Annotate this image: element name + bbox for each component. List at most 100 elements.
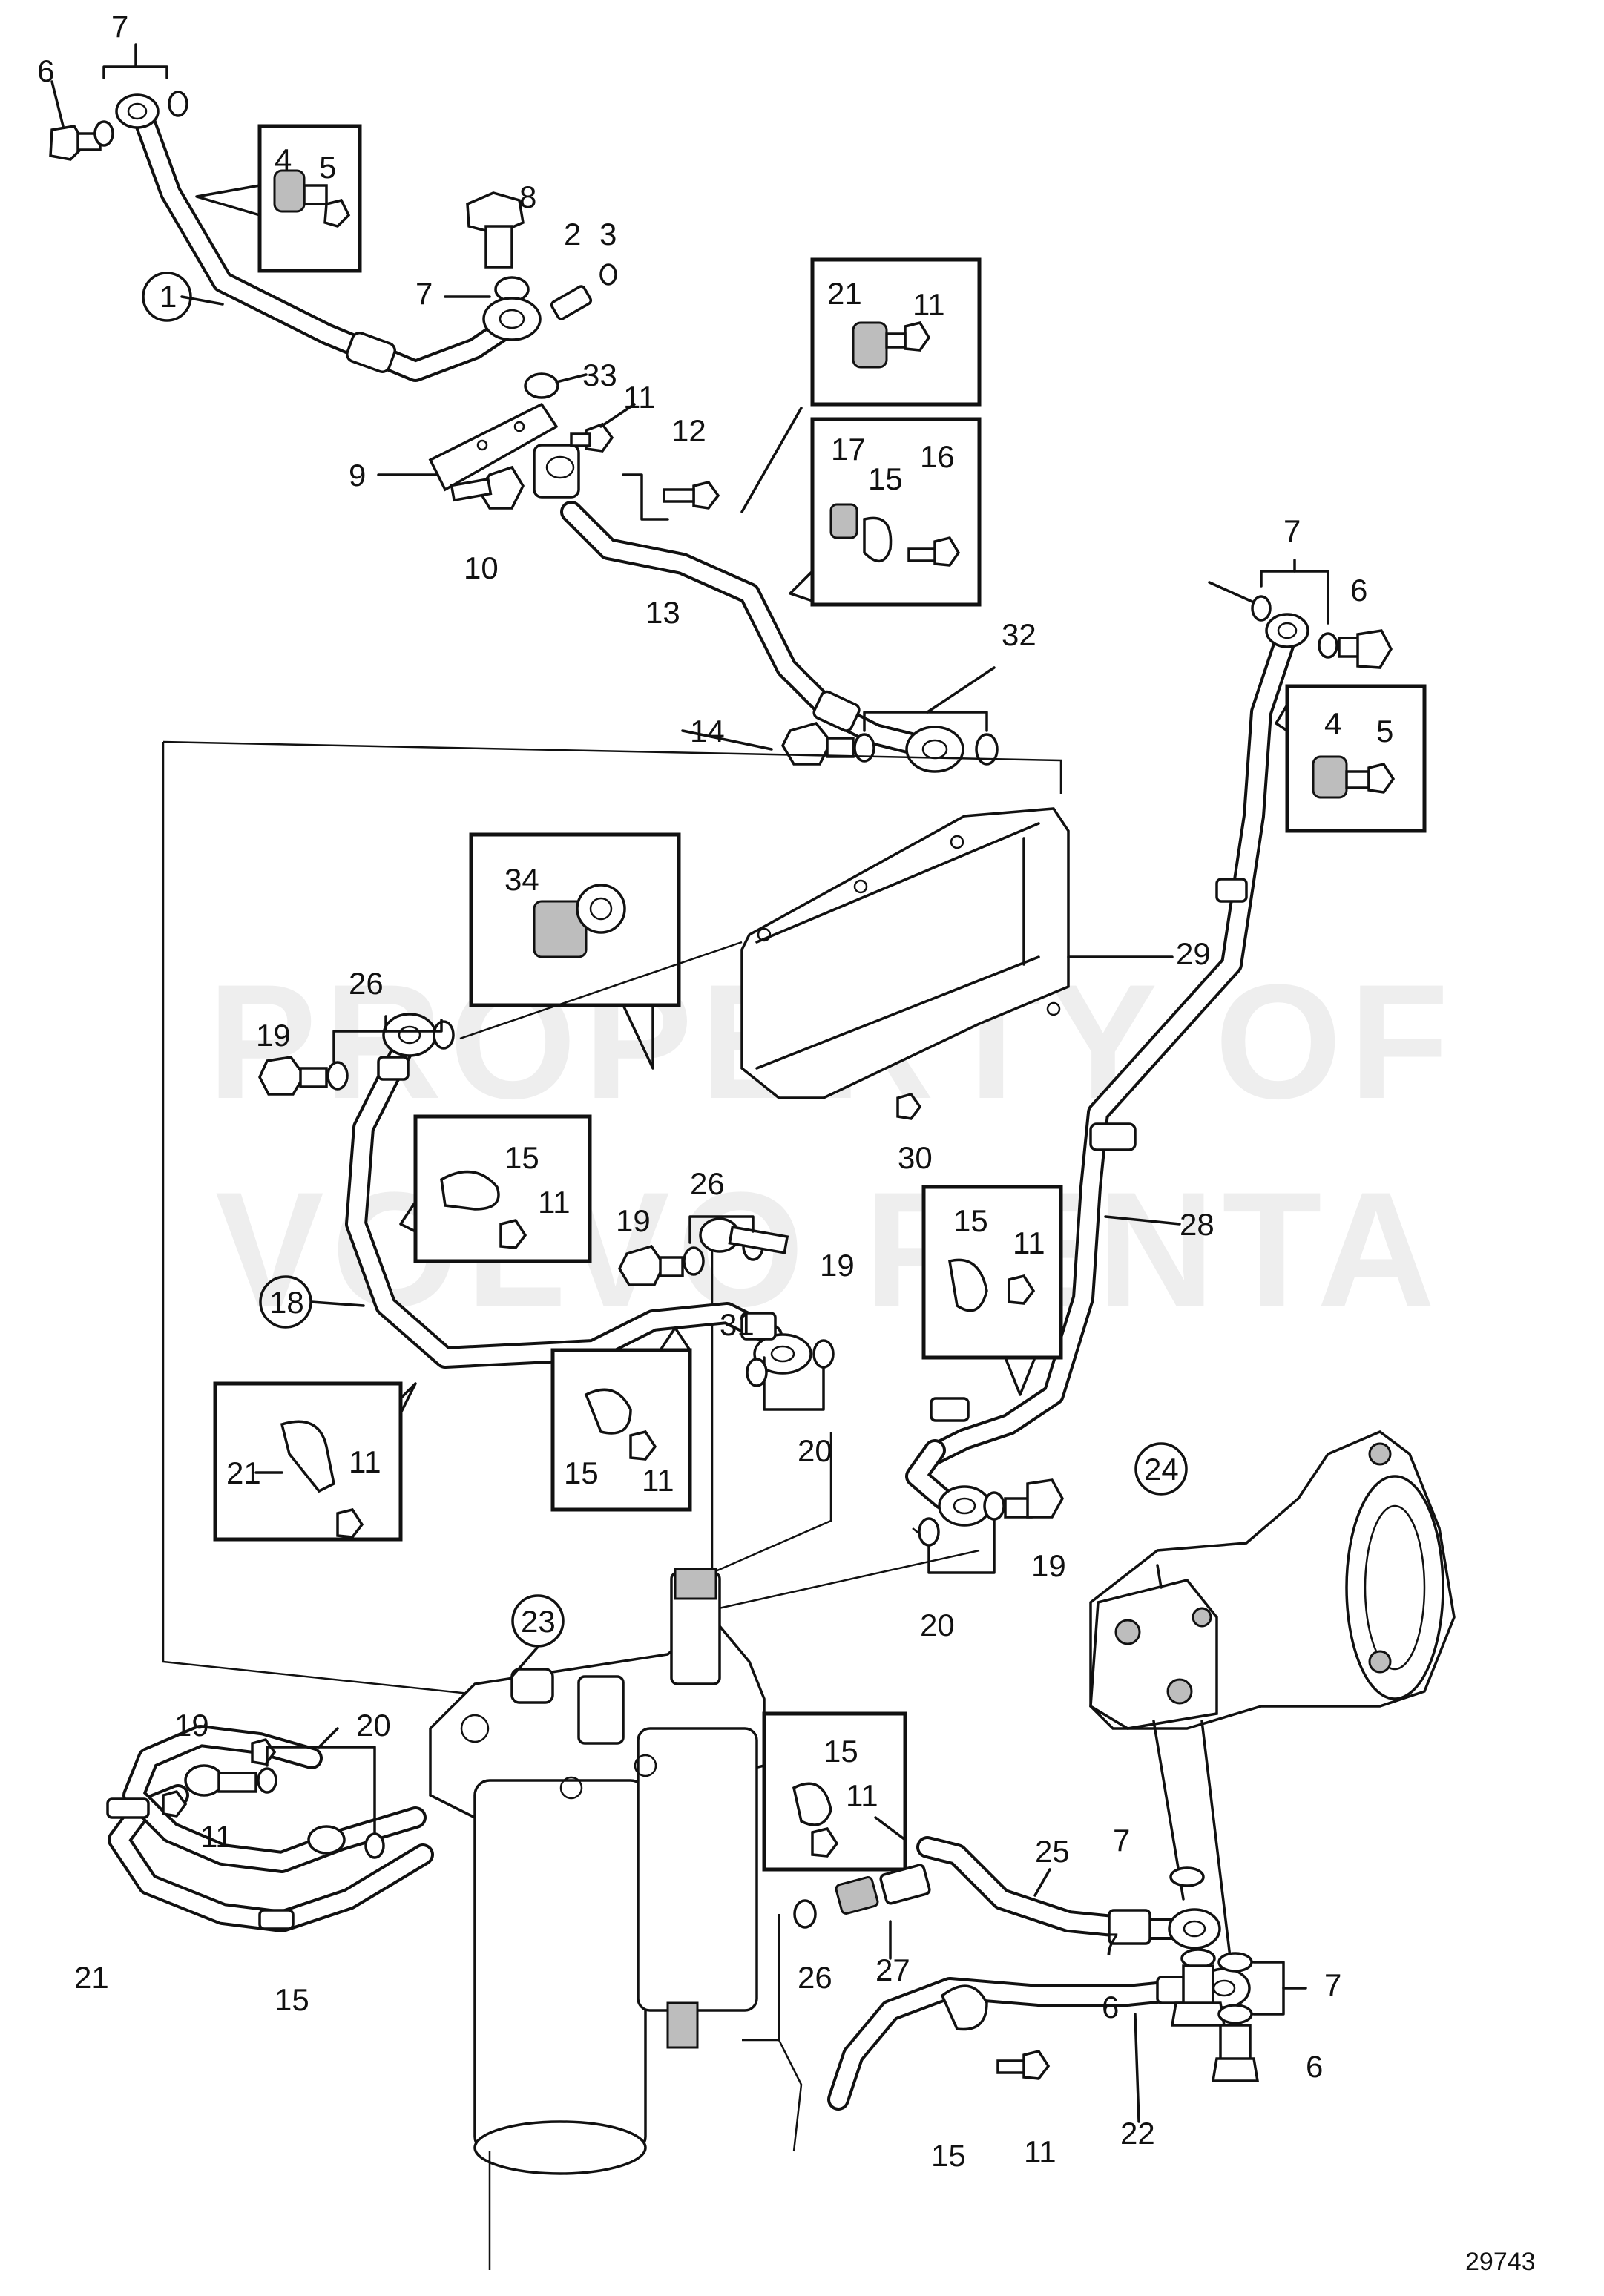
adapter-27 bbox=[793, 1864, 931, 1929]
fuel-pump-24 bbox=[1089, 1430, 1456, 1730]
banjo-bolt-19-left bbox=[258, 1020, 455, 1096]
banjo-bolt-19-center bbox=[618, 1217, 789, 1286]
banjo-bolt-6-top-left bbox=[49, 91, 188, 161]
inset-banjo-34 bbox=[459, 832, 743, 1070]
inset-clamp-21-11-left bbox=[213, 1381, 417, 1542]
pipe-1-sleeve bbox=[346, 332, 396, 373]
callout-2: 2 bbox=[564, 217, 581, 251]
fuel-pipe-28 bbox=[924, 613, 1309, 1465]
callout-15-lower-inset: 15 bbox=[824, 1734, 858, 1769]
callout-11-right-inset: 11 bbox=[1013, 1226, 1045, 1260]
callout-6-pump-bottom: 6 bbox=[1306, 2049, 1323, 2084]
callout-11-center-inset: 11 bbox=[642, 1463, 674, 1498]
bolt-12 bbox=[663, 481, 720, 510]
callout-19-bottom-left: 19 bbox=[174, 1708, 209, 1743]
callout-15-inset: 15 bbox=[868, 461, 903, 496]
callout-7-pump-top: 7 bbox=[1113, 1823, 1130, 1858]
callout-15-bottom: 15 bbox=[931, 2138, 966, 2173]
callout-26-left: 26 bbox=[349, 966, 384, 1001]
banjo-eye-18-bottom bbox=[753, 1333, 812, 1375]
filter-canister-left bbox=[473, 1779, 647, 2153]
callout-11-bottom: 11 bbox=[1024, 2134, 1056, 2169]
callout-7-right: 7 bbox=[1283, 513, 1301, 548]
callout-15-center-inset: 15 bbox=[564, 1455, 599, 1490]
fuel-rail-29 bbox=[740, 807, 1070, 1099]
fuel-pipe-18 bbox=[345, 1013, 812, 1375]
callout-4-right: 4 bbox=[1324, 706, 1341, 741]
bolt-30 bbox=[896, 1092, 922, 1120]
callout-22: 22 bbox=[1120, 2116, 1155, 2151]
banjo-eye-18-top bbox=[382, 1013, 437, 1057]
callout-19-mid: 19 bbox=[820, 1248, 855, 1283]
callout-19-right: 19 bbox=[1031, 1548, 1066, 1583]
figure-number: 29743 bbox=[1465, 2248, 1536, 2276]
o-ring-3 bbox=[599, 263, 617, 286]
callout-19-center: 19 bbox=[616, 1203, 651, 1238]
callout-12: 12 bbox=[671, 413, 706, 448]
banjo-eye-1 bbox=[115, 93, 160, 129]
callout-14: 14 bbox=[690, 714, 725, 749]
callout-6-right: 6 bbox=[1350, 573, 1367, 608]
banjo-eye-8 bbox=[482, 297, 542, 341]
washer-7a bbox=[93, 120, 114, 147]
callout-11-bottom-left: 11 bbox=[200, 1819, 233, 1854]
fuel-pipe-13 bbox=[560, 501, 964, 773]
inset-clamp-15-11-right bbox=[921, 1185, 1063, 1396]
bolt-11-top bbox=[570, 422, 614, 453]
callout-20-mid: 20 bbox=[798, 1433, 832, 1468]
inset-clamp-17-15-16 bbox=[789, 417, 982, 607]
callout-11-left-inset: 11 bbox=[538, 1185, 571, 1220]
callout-31: 31 bbox=[720, 1307, 755, 1342]
callout-20-right: 20 bbox=[920, 1608, 955, 1642]
bolt-10 bbox=[450, 465, 525, 510]
banjo-eye-28 bbox=[1265, 613, 1309, 648]
banjo-eye-28-lower bbox=[938, 1485, 991, 1527]
callout-17: 17 bbox=[831, 432, 866, 467]
callout-11-lower-inset: 11 bbox=[846, 1778, 878, 1813]
callout-33: 33 bbox=[582, 358, 617, 392]
callout-28: 28 bbox=[1180, 1207, 1214, 1242]
inset-clamp-4-5-right bbox=[1275, 684, 1427, 833]
callout-32: 32 bbox=[1002, 617, 1036, 652]
inset-clamp-15-11-left bbox=[399, 1114, 592, 1263]
fuel-pipe-28-lower bbox=[905, 1397, 991, 1527]
bracket-9 bbox=[428, 372, 580, 499]
callout-34: 34 bbox=[504, 862, 539, 897]
callout-24: 24 bbox=[1144, 1452, 1179, 1487]
callout-16: 16 bbox=[920, 439, 955, 474]
banjo-bolt-19-right bbox=[918, 1478, 1065, 1547]
callout-1: 1 bbox=[160, 279, 177, 314]
fuel-hose-25 bbox=[916, 1836, 1221, 1950]
callout-11-top: 11 bbox=[623, 380, 656, 415]
banjo-bolt-19-bottom-left bbox=[184, 1764, 385, 1859]
fitting-2 bbox=[550, 263, 617, 320]
callout-7-top-left: 7 bbox=[111, 9, 128, 44]
fuel-hose-lower-left bbox=[106, 1725, 434, 1932]
callout-19-left: 19 bbox=[256, 1018, 291, 1053]
callout-27: 27 bbox=[875, 1953, 910, 1987]
inset-clamp-4-5-top bbox=[195, 124, 362, 273]
callout-9: 9 bbox=[349, 458, 366, 493]
callout-13: 13 bbox=[645, 595, 680, 630]
callout-29: 29 bbox=[1176, 936, 1211, 971]
callout-labels: 1 2 3 4 5 6 7 7 8 9 10 11 11 12 13 14 15… bbox=[37, 9, 1393, 2173]
banjo-bolt-6-pump bbox=[1152, 1720, 1260, 2082]
callout-15-left-inset: 15 bbox=[504, 1140, 539, 1175]
callout-8: 8 bbox=[519, 180, 536, 214]
callout-4-top: 4 bbox=[275, 142, 292, 177]
callout-20-bottom-left: 20 bbox=[356, 1708, 391, 1743]
banjo-bolt-6-top-right bbox=[1251, 595, 1393, 669]
inset-clamp-15-11-center bbox=[550, 1326, 692, 1512]
callout-21-inset: 21 bbox=[827, 276, 862, 311]
filter-canister-right bbox=[637, 1727, 758, 2012]
callout-23: 23 bbox=[521, 1604, 556, 1639]
callout-25: 25 bbox=[1035, 1834, 1070, 1869]
callout-10: 10 bbox=[464, 550, 499, 585]
callout-6-top-left: 6 bbox=[37, 53, 54, 88]
callout-15-right-inset: 15 bbox=[953, 1203, 988, 1238]
callout-26-lower: 26 bbox=[798, 1960, 832, 1995]
callout-3: 3 bbox=[599, 217, 617, 251]
banjo-bolt-8 bbox=[466, 191, 542, 341]
